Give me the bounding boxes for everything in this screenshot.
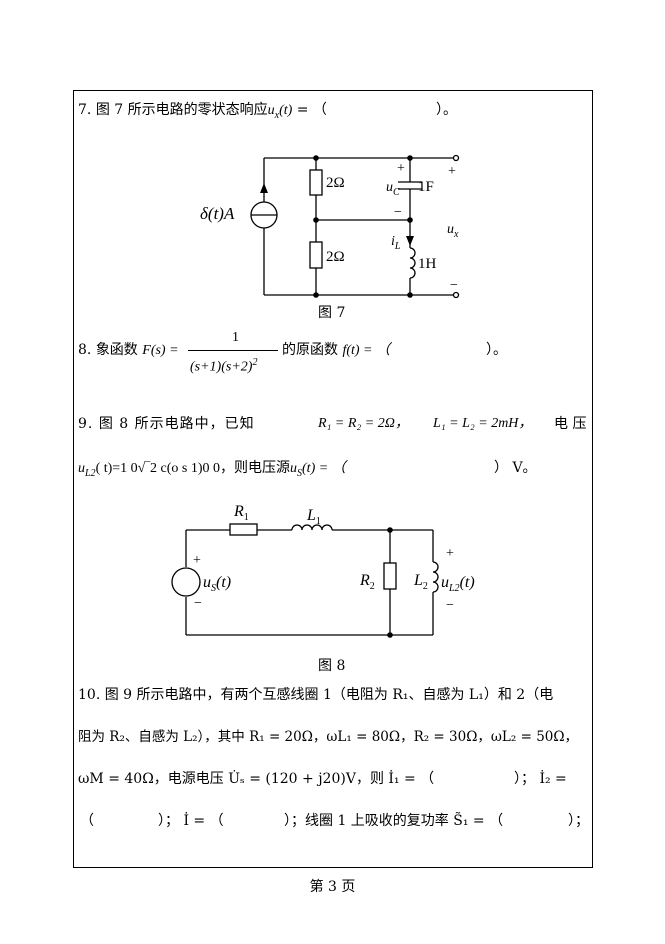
q9-ul2-sub: L2 (85, 467, 96, 479)
fig7-cap-label: uC (386, 178, 400, 202)
q10-line1: 10. 图 9 所示电路中，有两个互感线圈 1（电阻为 R₁、自感为 L₁）和 … (78, 686, 553, 704)
fig8-src-minus: − (194, 596, 202, 611)
fig7-out-minus: − (450, 278, 458, 293)
q10-line4-b: ）； İ = （ (158, 813, 224, 829)
fig8-L1-sub: 1 (315, 516, 321, 528)
fig8-ul2-sub: L2 (449, 583, 460, 595)
q10-line4-end: ）； (568, 813, 589, 829)
q9-line1-text: 图 8 所示电路中，已知 (98, 416, 255, 432)
q7-var-sub: x (274, 109, 280, 121)
fig8-R1-letter: R (234, 503, 244, 520)
fig8-out-plus: + (446, 546, 454, 561)
q10-line3: ωM = 40Ω，电源电压 U̇ₛ = (120 + j20)V，则 İ₁ = … (78, 771, 435, 787)
fig7-ux: u (447, 222, 454, 237)
q9-tail1: 电 压 (554, 416, 587, 432)
q9-cond2: L₁ = L₂ = 2mH， (433, 416, 533, 431)
q8-denominator: (s+1)(s+2)2 (190, 354, 257, 377)
fig8-ul2-arg: (t) (459, 574, 475, 591)
q9-us-arg: (t) = （ (302, 461, 346, 476)
q9-ul2: u (78, 461, 85, 476)
q8-number: 8. (78, 342, 92, 358)
q7-var: u (267, 103, 275, 118)
fig8-R2: R2 (360, 571, 375, 596)
q9-number: 9. (78, 416, 94, 432)
fig8-R1-sub: 1 (243, 512, 249, 524)
fig8-src-label: uS(t) (203, 573, 231, 598)
fig8-R1: R1 (234, 502, 249, 527)
fig8-R2-letter: R (360, 572, 370, 589)
q10-line1-text: 图 9 所示电路中，有两个互感线圈 1（电阻为 R₁、自感为 L₁）和 2（电 (104, 687, 554, 703)
fig7-r-bottom: 2Ω (326, 249, 345, 265)
fig7-cap-value: 1F (418, 179, 434, 195)
q7-number: 7. (78, 102, 92, 118)
fig8-L2-sub: 2 (422, 581, 428, 593)
fig7-ind-label: iL (391, 232, 400, 256)
fig7-r-top: 2Ω (326, 175, 345, 191)
fig7-uc-sub: C (393, 186, 400, 198)
q8-numerator: 1 (232, 330, 239, 345)
fig8-out-minus: − (446, 598, 454, 613)
q8-blank-end: ）。 (486, 342, 507, 358)
q7-text: 图 7 所示电路的零状态响应 (95, 102, 268, 118)
fig8-L1-letter: L (307, 507, 316, 524)
q8-text-before: 象函数 (95, 342, 138, 358)
fig7-cap-plus: + (397, 161, 405, 176)
fig7-ux-sub: x (454, 228, 459, 240)
q8-text-after: 的原函数 (282, 342, 338, 358)
fig8-us: u (203, 574, 211, 591)
fig8-out-label: uL2(t) (441, 573, 475, 598)
fig7-il: i (391, 234, 395, 249)
fig7-out-plus: + (448, 164, 456, 179)
fig8-us-sub: S (211, 583, 216, 595)
q10-line4-c: ）；线圈 1 上吸收的复功率 S̃₁ = （ (284, 813, 504, 829)
page-footer: 第 3 页 (309, 879, 356, 895)
q7-blank-end: ）。 (436, 102, 457, 118)
fig8-L2: L2 (414, 571, 428, 596)
q8-fraction-bar (188, 350, 278, 351)
fig8-caption: 图 8 (318, 658, 346, 674)
fig7-caption: 图 7 (318, 305, 346, 321)
fig7-source-label: δ(t)A (200, 204, 235, 223)
fig8-L1: L1 (307, 506, 321, 531)
fig8-L2-letter: L (414, 572, 423, 589)
q7-eq: = （ (292, 102, 327, 118)
q9-line2-expr: ( t)=1 0√‾2 c(o s 1)0 0，则电压源 (95, 461, 291, 476)
q9-line2-end: ） V。 (494, 460, 537, 476)
q8-func-right: f(t) = （ (342, 343, 391, 358)
q10-line3-mid: ）； İ₂ = (514, 771, 567, 787)
fig7-out-label: ux (447, 220, 458, 244)
q9-us-sub: S (297, 467, 303, 479)
q7-line: 7. 图 7 所示电路的零状态响应ux(t) = （ (78, 101, 327, 125)
q8-den-text: (s+1)(s+2) (190, 359, 253, 375)
fig8-us-arg: (t) (216, 574, 232, 591)
fig8-src-plus: + (193, 553, 201, 568)
q9-cond1: R₁ = R₂ = 2Ω， (318, 416, 409, 431)
fig7-uc: u (386, 180, 393, 195)
q10-line2: 阻为 R₂、自感为 L₂），其中 R₁ = 20Ω，ωL₁ = 80Ω，R₂ =… (78, 729, 579, 745)
fig8-R2-sub: 2 (369, 581, 375, 593)
q8-line-right: 的原函数 f(t) = （ (282, 341, 390, 360)
q7-arg: (t) (279, 103, 293, 118)
page-frame (73, 90, 593, 868)
fig8-ul2: u (441, 574, 449, 591)
q9-us: u (290, 461, 298, 476)
q9-line1: 9. 图 8 所示电路中，已知 (78, 415, 255, 433)
q10-line4-a: （ (80, 813, 94, 829)
q8-func-left: F(s) = (142, 343, 179, 358)
fig7-cap-minus: − (394, 205, 402, 220)
q8-line: 8. 象函数 F(s) = (78, 341, 179, 360)
q8-den-power: 2 (252, 357, 258, 368)
fig7-il-sub: L (394, 240, 401, 252)
q9-line2: uL2( t)=1 0√‾2 c(o s 1)0 0，则电压源uS(t) = （ (78, 459, 346, 483)
fig7-ind-value: 1H (418, 256, 437, 272)
q10-number: 10. (78, 687, 101, 703)
